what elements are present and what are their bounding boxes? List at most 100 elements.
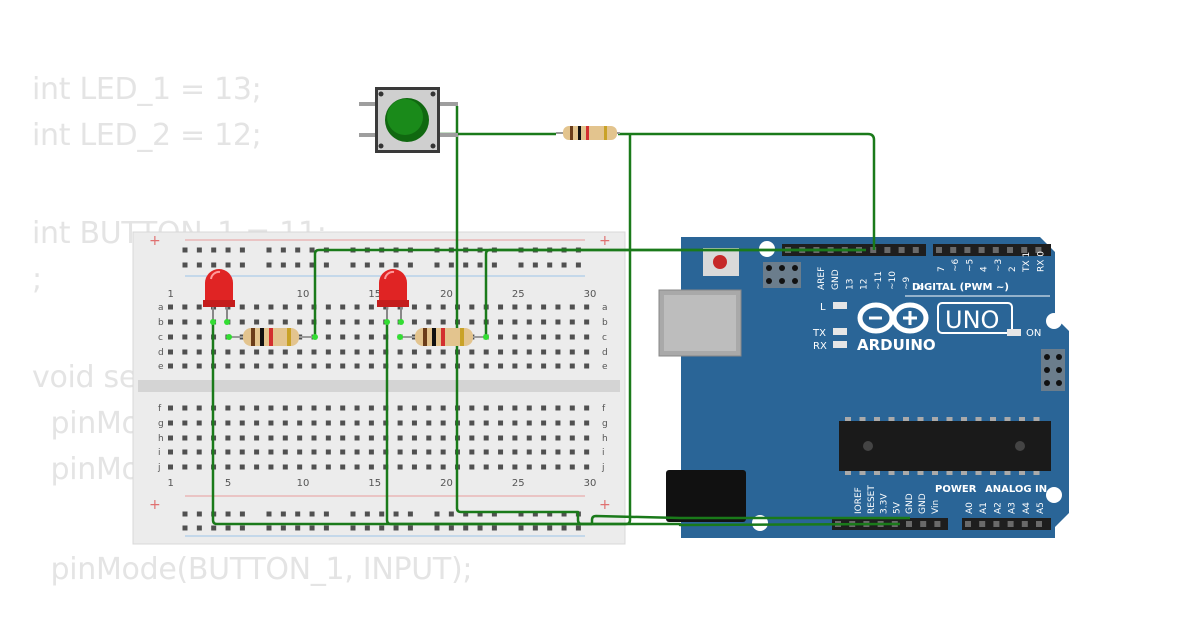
wire (590, 514, 910, 524)
pin-label: 5V (892, 501, 902, 514)
connection-dots (210, 319, 489, 340)
pin-label: 13 (845, 279, 855, 290)
power-label: POWER (935, 484, 977, 495)
pin-label: ~6 (951, 258, 961, 272)
arduino-brand-label: ARDUINO (857, 336, 936, 354)
rail-plus-bottom-left: + (149, 497, 161, 513)
column-label: 15 (368, 478, 381, 489)
code-line: pinMode(BUTTON_1, INPUT); (32, 552, 473, 587)
row-label: c (602, 333, 607, 343)
pin-label: GND (831, 269, 841, 290)
pin-label: A2 (993, 502, 1003, 514)
led-rx-label: RX (813, 341, 827, 352)
pin-label: RX 0 (1036, 251, 1046, 272)
pin-label: ~11 (874, 271, 884, 290)
row-label: j (157, 463, 161, 473)
column-label: 1 (168, 289, 174, 300)
row-label: h (158, 434, 164, 444)
column-label: 30 (584, 289, 597, 300)
wire (211, 322, 592, 526)
wire (313, 248, 860, 337)
row-label: d (158, 348, 164, 358)
pin-label: GND (918, 493, 928, 514)
pin-label: ~3 (994, 259, 1004, 272)
pin-label: A5 (1036, 502, 1046, 514)
digital-header-label: DIGITAL (PWM ~) (912, 282, 1009, 293)
arduino-uno-board: ARDUINO UNO DIGITAL (PWM ~) POWER ANALOG… (658, 237, 1069, 538)
power-jack (666, 470, 746, 522)
column-label: 25 (512, 478, 525, 489)
column-label: 15 (368, 289, 381, 300)
pin-label: 7 (937, 266, 947, 272)
column-label: 1 (168, 478, 174, 489)
pin-label: 2 (1008, 266, 1018, 272)
wire (484, 248, 866, 337)
led-on-label: ON (1026, 328, 1041, 339)
column-label: 5 (225, 478, 231, 489)
rail-plus-top-left: + (149, 233, 161, 249)
resistor-led-2 (400, 328, 486, 346)
wires (211, 106, 910, 527)
pin-label: AREF (817, 267, 827, 290)
pin-label: A1 (979, 502, 989, 514)
pin-label: RESET (867, 485, 877, 514)
wire (618, 132, 876, 250)
row-label: c (158, 333, 163, 343)
mount-hole (1046, 487, 1062, 503)
rail-plus-bottom-right: + (599, 497, 611, 513)
pin-label: 12 (860, 279, 870, 290)
code-line: int LED_2 = 12; (32, 118, 262, 153)
pin-label: ~9 (902, 276, 912, 290)
pin-label: TX 1 (1022, 252, 1032, 273)
row-label: h (602, 434, 608, 444)
led-tx-label: TX (812, 328, 826, 339)
row-label: e (602, 362, 608, 372)
pin-label: 8 (916, 284, 926, 290)
wire (385, 322, 592, 526)
column-label: 30 (584, 478, 597, 489)
pin-label: IOREF (854, 487, 864, 514)
led-2 (377, 269, 409, 322)
row-label: j (601, 463, 605, 473)
pin-label: A4 (1022, 502, 1032, 514)
row-label: f (158, 404, 162, 414)
row-label: d (602, 348, 608, 358)
push-button[interactable] (359, 87, 458, 153)
column-label: 10 (297, 289, 310, 300)
code-line: int LED_1 = 13; (32, 72, 262, 107)
pin-label: ~10 (888, 271, 898, 290)
pin-label: 3.3V (880, 493, 890, 514)
arduino-logo (857, 302, 929, 334)
rail-plus-top-right: + (599, 233, 611, 249)
pin-label: ~5 (965, 259, 975, 272)
row-label: b (158, 318, 164, 328)
row-label: b (602, 318, 608, 328)
row-label: a (158, 303, 164, 313)
mount-hole (1046, 313, 1062, 329)
analog-label: ANALOG IN (985, 484, 1047, 495)
arduino-model-label: UNO (945, 306, 999, 334)
pin-label: A3 (1008, 502, 1018, 514)
row-label: g (158, 419, 164, 429)
code-line: ; (32, 262, 42, 297)
row-label: i (158, 448, 161, 458)
pin-label: 4 (980, 266, 990, 272)
pin-label: Vin (931, 500, 941, 514)
row-label: a (602, 303, 608, 313)
column-label: 20 (440, 289, 453, 300)
resistor-led-1 (229, 328, 314, 346)
row-label: g (602, 419, 608, 429)
row-label: i (602, 448, 605, 458)
led-1 (203, 269, 235, 322)
pin-label: GND (905, 493, 915, 514)
pin-label: A0 (965, 502, 975, 514)
row-label: f (602, 404, 606, 414)
resistor-button (556, 126, 620, 140)
column-label: 10 (297, 478, 310, 489)
column-label: 25 (512, 289, 525, 300)
column-label: 20 (440, 478, 453, 489)
row-label: e (158, 362, 164, 372)
led-l-label: L (820, 302, 826, 313)
